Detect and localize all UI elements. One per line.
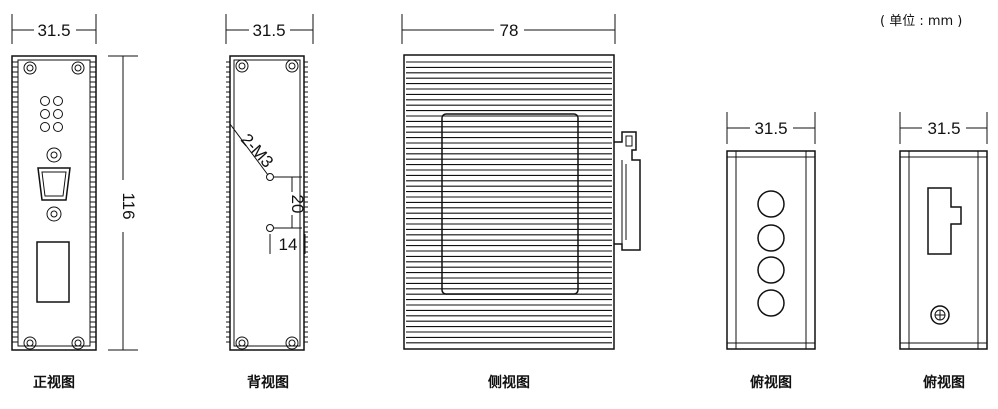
side-label-window [441, 113, 579, 295]
front-height-label: 116 [119, 192, 138, 219]
hole-spacing-label: 20 [288, 195, 307, 214]
side-view-caption: 侧视图 [488, 374, 530, 391]
top-panel [726, 150, 816, 350]
hole-offset-dimension: 14 [269, 234, 306, 254]
bottom-width-dimension: 31.5 [899, 112, 988, 144]
terminal-block-port [36, 241, 70, 303]
back-width-label: 31.5 [252, 21, 285, 40]
bottom-view: 31.5 俯视图 [899, 112, 988, 391]
front-screw-br [71, 336, 85, 350]
ground-screw [930, 305, 950, 325]
back-screw-tl [235, 59, 249, 73]
top-round-ports [757, 190, 785, 317]
din-rail-clip [614, 131, 641, 251]
mounting-hole-lower [266, 224, 274, 232]
round-port-2 [757, 224, 785, 252]
top-width-label: 31.5 [754, 119, 787, 138]
front-view-caption: 正视图 [33, 374, 75, 391]
bottom-width-label: 31.5 [927, 119, 960, 138]
top-view: 31.5 俯视图 [726, 112, 816, 391]
side-width-label: 78 [500, 21, 519, 40]
hole-spacing-dimension: 20 [274, 176, 307, 229]
mounting-hole-upper [266, 173, 274, 181]
round-port-3 [757, 256, 785, 284]
side-heatsink-fins [406, 61, 612, 344]
back-screw-br [285, 336, 299, 350]
front-height-dimension: 116 [108, 55, 138, 351]
hole-label: 2-M3 [237, 130, 277, 171]
back-view-caption: 背视图 [247, 374, 289, 391]
side-housing [403, 54, 615, 350]
hole-leader-line [229, 123, 269, 176]
back-screw-tr [285, 59, 299, 73]
front-panel [11, 55, 97, 351]
back-panel [229, 55, 305, 351]
top-view-caption: 俯视图 [750, 374, 792, 391]
side-view: 78 侧视图 [401, 14, 641, 391]
side-width-dimension: 78 [401, 14, 616, 44]
front-side-fins [12, 61, 96, 343]
back-screw-bl [235, 336, 249, 350]
db9-serial-port [37, 147, 71, 222]
top-width-dimension: 31.5 [726, 112, 816, 144]
hole-offset-label: 14 [279, 235, 298, 254]
front-screw-bl [23, 336, 37, 350]
front-view: 31.5 116 [11, 14, 138, 391]
round-port-1 [757, 190, 785, 218]
front-screw-tl [23, 61, 37, 75]
led-indicator-grid [40, 96, 63, 132]
bottom-din-clip-slot [927, 187, 962, 255]
back-side-fins [226, 61, 308, 343]
bottom-view-caption: 俯视图 [923, 374, 965, 391]
front-screw-tr [71, 61, 85, 75]
front-width-dimension: 31.5 [11, 14, 97, 44]
back-view: 31.5 2-M3 20 14 背视图 [225, 14, 314, 391]
units-note: ( 单位 : mm ) [880, 14, 962, 29]
back-width-dimension: 31.5 [225, 14, 314, 44]
bottom-panel [899, 150, 988, 350]
round-port-4 [757, 289, 785, 317]
front-width-label: 31.5 [37, 21, 70, 40]
